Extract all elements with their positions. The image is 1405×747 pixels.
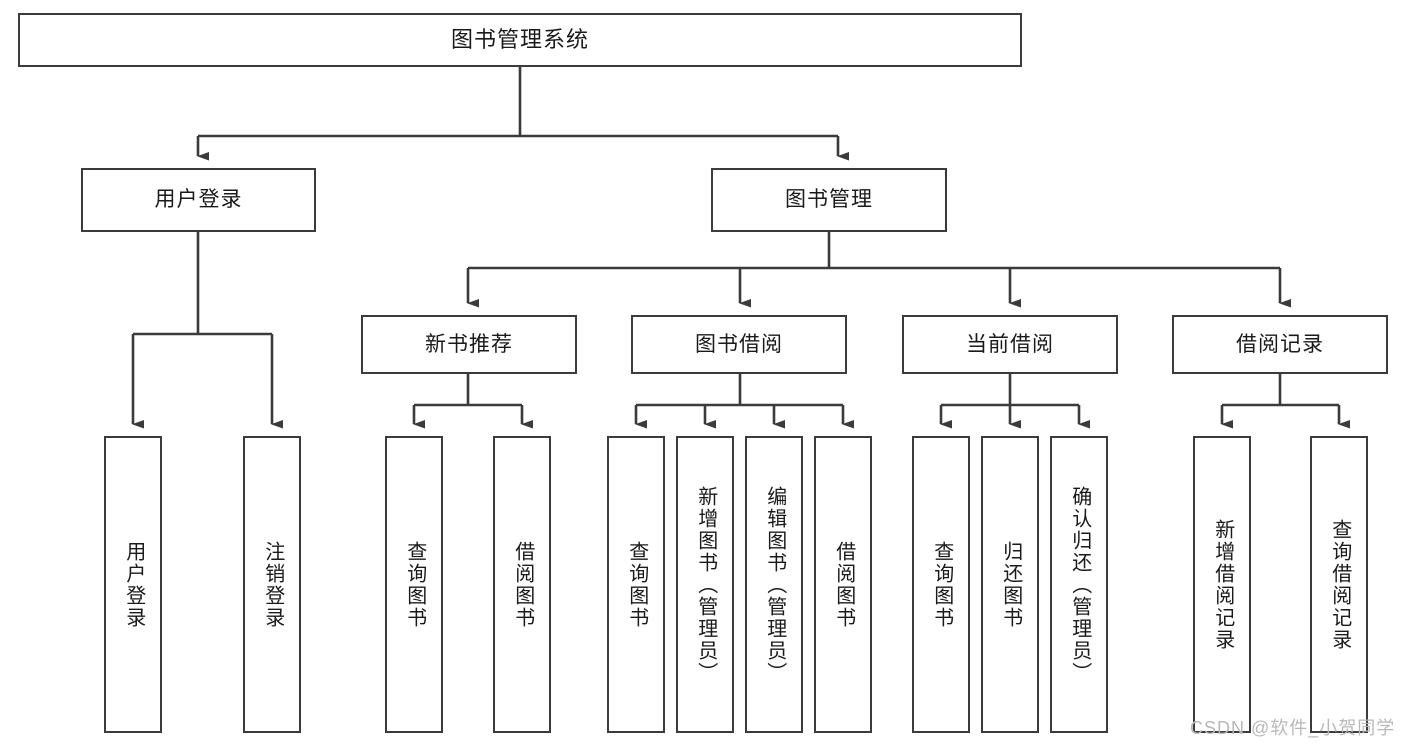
node-label: 查询图书 [625,540,648,629]
node-label: 新增借阅记录 [1211,518,1234,651]
node-label: 借阅图书 [511,540,534,629]
node-label: 新书推荐 [425,332,513,356]
leaf-query-book-recommend[interactable]: 查询图书 [385,436,443,733]
node-label: 图书管理 [785,188,873,212]
node-label: 查询借阅记录 [1328,518,1351,651]
node-label: 图书管理系统 [450,26,589,52]
node-label: 当前借阅 [966,332,1054,356]
node-current-borrow[interactable]: 当前借阅 [902,315,1118,374]
leaf-edit-book-admin[interactable]: 编辑图书（管理员） [745,436,803,733]
node-user-login[interactable]: 用户登录 [81,168,316,232]
leaf-query-book-borrow[interactable]: 查询图书 [607,436,665,733]
node-label: 借阅图书 [832,540,855,629]
node-label: 用户登录 [122,540,145,629]
csdn-watermark: CSDN @软件_小贺同学 [1190,714,1395,740]
node-label: 借阅记录 [1236,332,1324,356]
node-label: 新增图书（管理员） [694,485,717,684]
node-borrow-record[interactable]: 借阅记录 [1172,315,1388,374]
leaf-logout-login[interactable]: 注销登录 [243,436,301,733]
node-label: 用户登录 [154,188,243,212]
leaf-user-login[interactable]: 用户登录 [104,436,162,733]
leaf-query-book-current[interactable]: 查询图书 [912,436,970,733]
node-label: 编辑图书（管理员） [763,485,786,684]
node-label: 归还图书 [999,540,1022,629]
node-root-book-management-system[interactable]: 图书管理系统 [18,13,1022,67]
leaf-borrow-book[interactable]: 借阅图书 [814,436,872,733]
leaf-return-book[interactable]: 归还图书 [981,436,1039,733]
leaf-add-book-admin[interactable]: 新增图书（管理员） [676,436,734,733]
leaf-confirm-return-admin[interactable]: 确认归还（管理员） [1050,436,1108,733]
node-label: 注销登录 [261,540,284,629]
node-label: 确认归还（管理员） [1068,485,1091,684]
node-new-book-recommend[interactable]: 新书推荐 [361,315,577,374]
leaf-add-borrow-record[interactable]: 新增借阅记录 [1193,436,1251,733]
leaf-query-borrow-record[interactable]: 查询借阅记录 [1310,436,1368,733]
watermark-text: CSDN @软件_小贺同学 [1190,718,1396,738]
leaf-borrow-book-recommend[interactable]: 借阅图书 [493,436,551,733]
node-label: 图书借阅 [695,332,783,356]
node-book-management[interactable]: 图书管理 [711,168,947,232]
node-label: 查询图书 [403,540,426,629]
node-label: 查询图书 [930,540,953,629]
node-book-borrow[interactable]: 图书借阅 [631,315,847,374]
